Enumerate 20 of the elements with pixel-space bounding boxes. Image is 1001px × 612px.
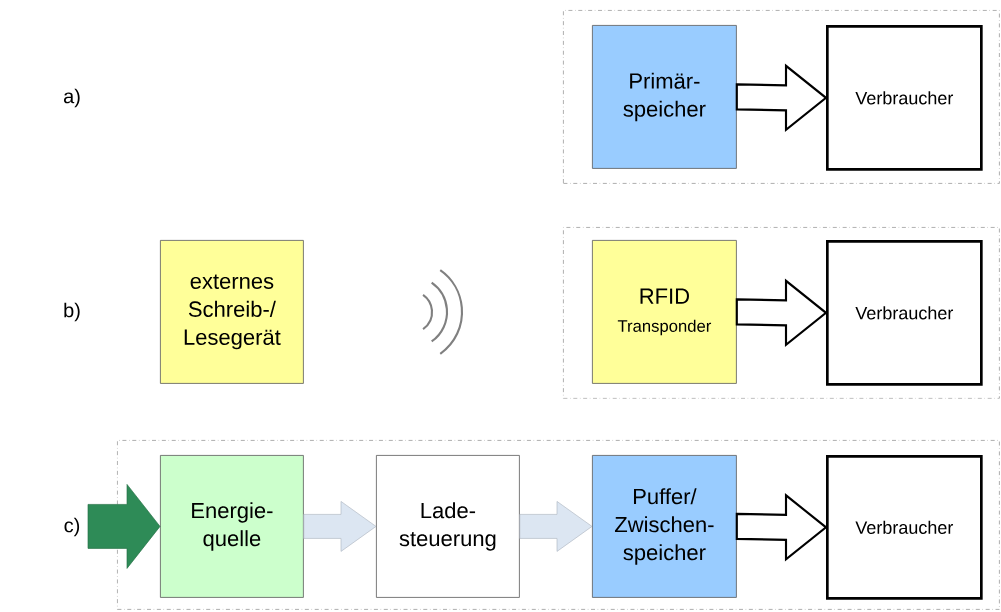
block-arrow xyxy=(735,493,828,562)
block-arrow xyxy=(303,501,377,552)
component-box: RFID Transponder xyxy=(592,240,737,384)
block-arrow xyxy=(519,501,593,552)
group-frame xyxy=(563,10,1000,184)
component-box: Puffer/ Zwischen- speicher xyxy=(592,455,737,598)
block-arrow xyxy=(735,278,828,348)
consumer-box: Verbraucher xyxy=(826,25,983,171)
group-frame xyxy=(117,440,1000,610)
component-box: Primär- speicher xyxy=(592,25,737,169)
block-arrow xyxy=(735,63,828,133)
component-box: Lade- steuerung xyxy=(376,455,520,598)
row-label: a) xyxy=(63,88,80,108)
consumer-box: Verbraucher xyxy=(826,455,983,600)
block-arrow xyxy=(87,484,161,569)
component-box: Energie- quelle xyxy=(160,455,304,598)
component-box: externes Schreib-/ Lesegerät xyxy=(160,240,304,384)
row-label: c) xyxy=(64,517,80,537)
consumer-box: Verbraucher xyxy=(826,240,983,386)
row-label: b) xyxy=(64,302,80,322)
